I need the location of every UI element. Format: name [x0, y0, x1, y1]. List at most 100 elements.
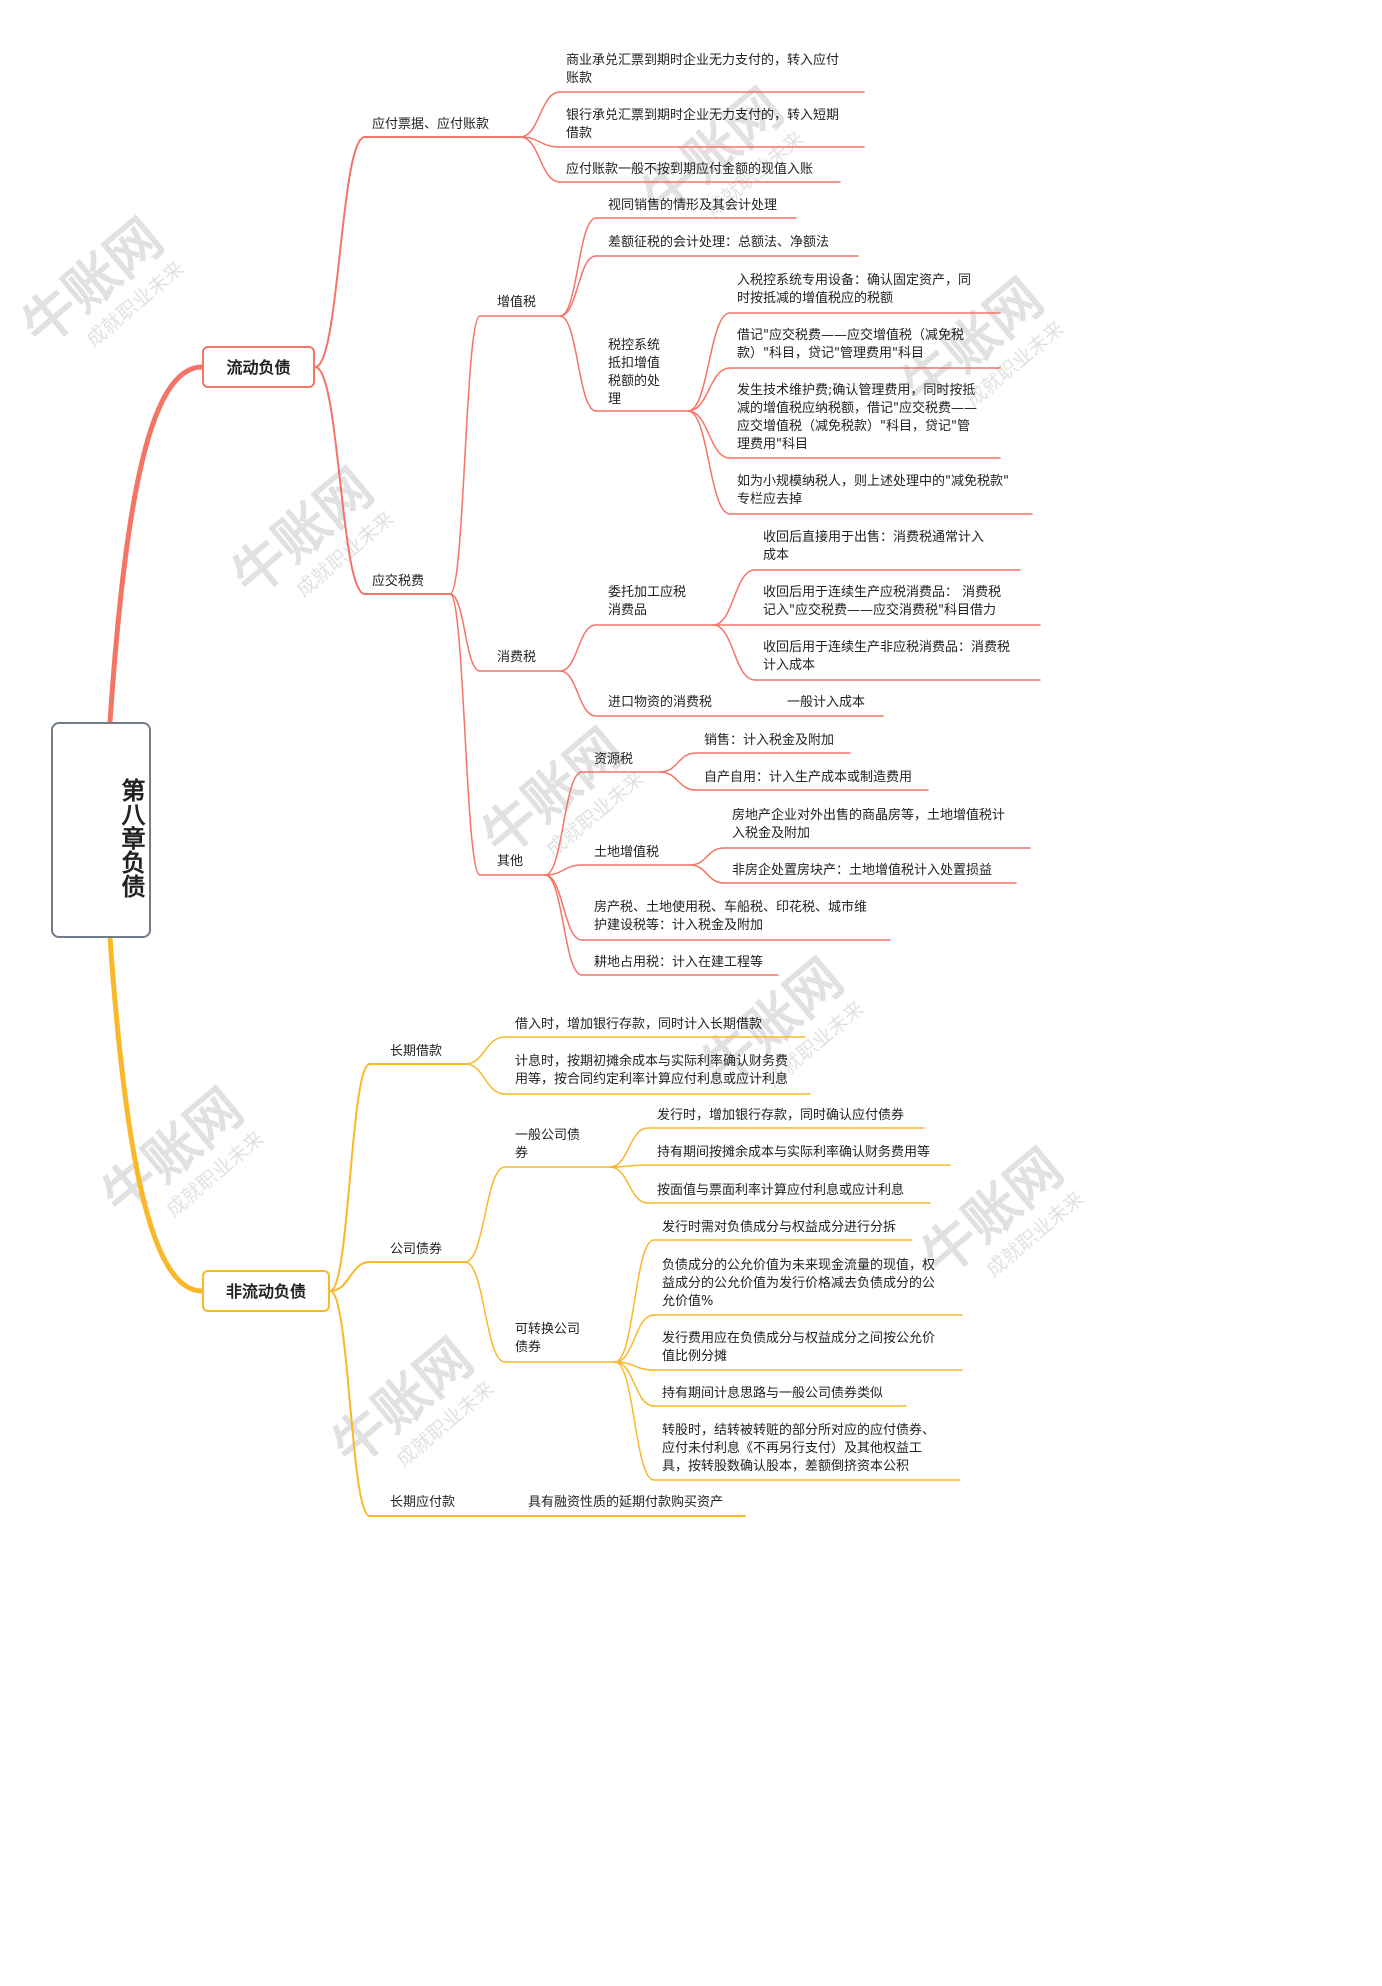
connector-curve: [614, 1361, 655, 1481]
connector-curve: [314, 136, 366, 368]
line: 理: [608, 392, 622, 407]
connector-curve: [687, 410, 731, 459]
line: 如为小规模纳税人，则上述处理中的"减免税款": [737, 474, 1009, 489]
consumption-entrusted-label: 委托加工应税 消费品: [608, 584, 686, 620]
connector-curve: [464, 1063, 506, 1095]
line: 应交增值税（减免税款）"科目，贷记"管: [737, 419, 970, 434]
line: 发生技术维护费;确认管理费用，同时按抵: [737, 383, 976, 398]
vat-differential: 差额征税的会计处理：总额法、净额法: [608, 235, 830, 250]
line: 入税金及附加: [732, 826, 811, 841]
vat-deemed-sales: 视同销售的情形及其会计处理: [608, 198, 778, 213]
connector-curve: [544, 874, 583, 941]
vat-ctrl-note-4: 如为小规模纳税人，则上述处理中的"减免税款" 专栏应去掉: [737, 473, 1009, 509]
connector-curve: [519, 136, 561, 183]
connector-curve: [329, 1290, 371, 1517]
connector-curve: [614, 1314, 655, 1363]
line: 委托加工应税: [608, 585, 687, 600]
line: 负债成分的公允价值为未来现金流量的现值，权: [662, 1258, 936, 1273]
root-node: 第八章负债: [51, 722, 151, 938]
connector-curve: [329, 1261, 371, 1292]
entrusted-note-1: 收回后直接用于出售：消费税通常计入 成本: [763, 529, 984, 565]
line: 转股时，结转被转赃的部分所对应的应付债券、: [662, 1423, 936, 1438]
line: 房产税、土地使用税、车船税、印花税、城市维: [594, 900, 868, 915]
connector-curve: [687, 312, 731, 412]
convertible-note-2: 负债成分的公允价值为未来现金流量的现值，权 益成分的公允价值为发行价格减去负债成…: [662, 1257, 935, 1311]
branch-noncurrent-liabilities[interactable]: 非流动负债: [202, 1270, 330, 1312]
land-vat-label: 土地增值税: [594, 845, 660, 860]
branch-current-liabilities[interactable]: 流动负债: [202, 346, 315, 388]
connector-curve: [329, 1063, 371, 1292]
root-connector-noncurrent: [107, 937, 203, 1294]
line: 计息时，按期初摊余成本与实际利率确认财务费: [515, 1054, 789, 1069]
connector-curve: [614, 1361, 655, 1407]
entrusted-note-3: 收回后用于连续生产非应税消费品：消费税 计入成本: [763, 639, 1010, 675]
line: 税控系统: [608, 338, 661, 353]
line: 消费品: [608, 603, 648, 618]
line: 账款: [566, 71, 593, 86]
line: 税额的处: [608, 374, 661, 389]
connector-curve: [449, 593, 481, 672]
line: 抵扣增值: [608, 356, 661, 371]
misc-taxes-note: 房产税、土地使用税、车船税、印花税、城市维 护建设税等：计入税金及附加: [594, 899, 867, 935]
connector-curve: [559, 624, 597, 672]
line: 益成分的公允价值为发行价格减去负债成分的公: [662, 1276, 936, 1291]
connector-curve: [689, 847, 725, 866]
ap-note-2: 银行承兑汇票到期时企业无力支付的，转入短期 借款: [566, 107, 839, 143]
vat-ctrl-note-2: 借记"应交税费——应交增值税（减免税 款）"科目，贷记"管理费用"科目: [737, 327, 964, 363]
convertible-note-1: 发行时需对负债成分与权益成分进行分拆: [662, 1220, 897, 1235]
entrusted-note-2: 收回后用于连续生产应税消费品： 消费税 记入"应交税费——应交消费税"科目借力: [763, 584, 1001, 620]
connector-curve: [559, 315, 597, 412]
resource-tax-note-2: 自产自用：计入生产成本或制造费用: [704, 770, 913, 785]
resource-tax-note-1: 销售：计入税金及附加: [704, 733, 835, 748]
line: 商业承兑汇票到期时企业无力支付的，转入应付: [566, 53, 840, 68]
line: 具，按转股数确认股本，差额倒挤资本公积: [662, 1459, 910, 1474]
ap-note-3: 应付账款一般不按到期应付金额的现值入账: [566, 162, 814, 177]
ap-note-1: 商业承兑汇票到期时企业无力支付的，转入应付 账款: [566, 52, 839, 88]
line: 护建设税等：计入税金及附加: [594, 918, 764, 933]
connector-curve: [614, 1239, 655, 1363]
connector-curve: [464, 1166, 506, 1263]
line: 银行承兑汇票到期时企业无力支付的，转入短期: [566, 108, 840, 123]
line: 入税控系统专用设备：确认固定资产，同: [737, 273, 972, 288]
vat-tax-control-label: 税控系统 抵扣增值 税额的处 理: [608, 337, 660, 409]
line: 房地产企业对外出售的商晶房等，土地增值税计: [732, 808, 1006, 823]
line: 专栏应去掉: [737, 492, 803, 507]
convertible-note-4: 持有期间计息思路与一般公司债券类似: [662, 1386, 884, 1401]
topic-corporate-bonds: 公司债券: [390, 1242, 443, 1257]
farmland-tax-note: 耕地占用税：计入在建工程等: [594, 955, 764, 970]
topic-taxes-payable: 应交税费: [372, 574, 425, 589]
connector-curve: [559, 255, 597, 317]
line: 券: [515, 1146, 529, 1161]
line: 计入成本: [763, 658, 816, 673]
connector-curve: [689, 864, 725, 884]
connector-curve: [544, 864, 583, 876]
land-vat-note-1: 房地产企业对外出售的商晶房等，土地增值税计 入税金及附加: [732, 807, 1005, 843]
connector-curve: [712, 624, 756, 681]
general-bonds-note-1: 发行时，增加银行存款，同时确认应付债券: [657, 1108, 905, 1123]
line: 减的增值税应纳税额，借记"应交税费——: [737, 401, 977, 416]
connector-curve: [544, 874, 583, 976]
loan-note-1: 借入时，增加银行存款，同时计入长期借款: [515, 1017, 763, 1032]
connector-curve: [609, 1127, 649, 1168]
connector-curve: [314, 366, 366, 595]
connector-curve: [464, 1036, 506, 1065]
general-bonds-note-2: 持有期间按摊余成本与实际利率确认财务费用等: [657, 1145, 931, 1160]
line: 允价值%: [662, 1294, 714, 1309]
line: 一般公司债: [515, 1128, 581, 1143]
line: 借记"应交税费——应交增值税（减免税: [737, 328, 964, 343]
connector-curve: [712, 569, 756, 626]
line: 应付未付利息《不再另行支付）及其他权益工: [662, 1441, 923, 1456]
vat-ctrl-note-3: 发生技术维护费;确认管理费用，同时按抵 减的增值税应纳税额，借记"应交税费—— …: [737, 382, 977, 454]
connector-curve: [659, 752, 697, 773]
line: 收回后直接用于出售：消费税通常计入: [763, 530, 985, 545]
connector-curve: [559, 217, 597, 317]
topic-long-term-loans: 长期借款: [390, 1044, 443, 1059]
resource-tax-label: 资源税: [594, 752, 634, 767]
vat-ctrl-note-1: 入税控系统专用设备：确认固定资产，同 时按抵减的增值税应的税额: [737, 272, 971, 308]
topic-notes-accounts-payable: 应付票据、应付账款: [372, 117, 490, 132]
line: 债券: [515, 1340, 542, 1355]
connector-curve: [464, 1261, 506, 1363]
general-bonds-label: 一般公司债 券: [515, 1127, 580, 1163]
connector-curve: [687, 367, 731, 412]
convertible-note-5: 转股时，结转被转赃的部分所对应的应付债券、 应付未付利息《不再另行支付）及其他权…: [662, 1422, 935, 1476]
